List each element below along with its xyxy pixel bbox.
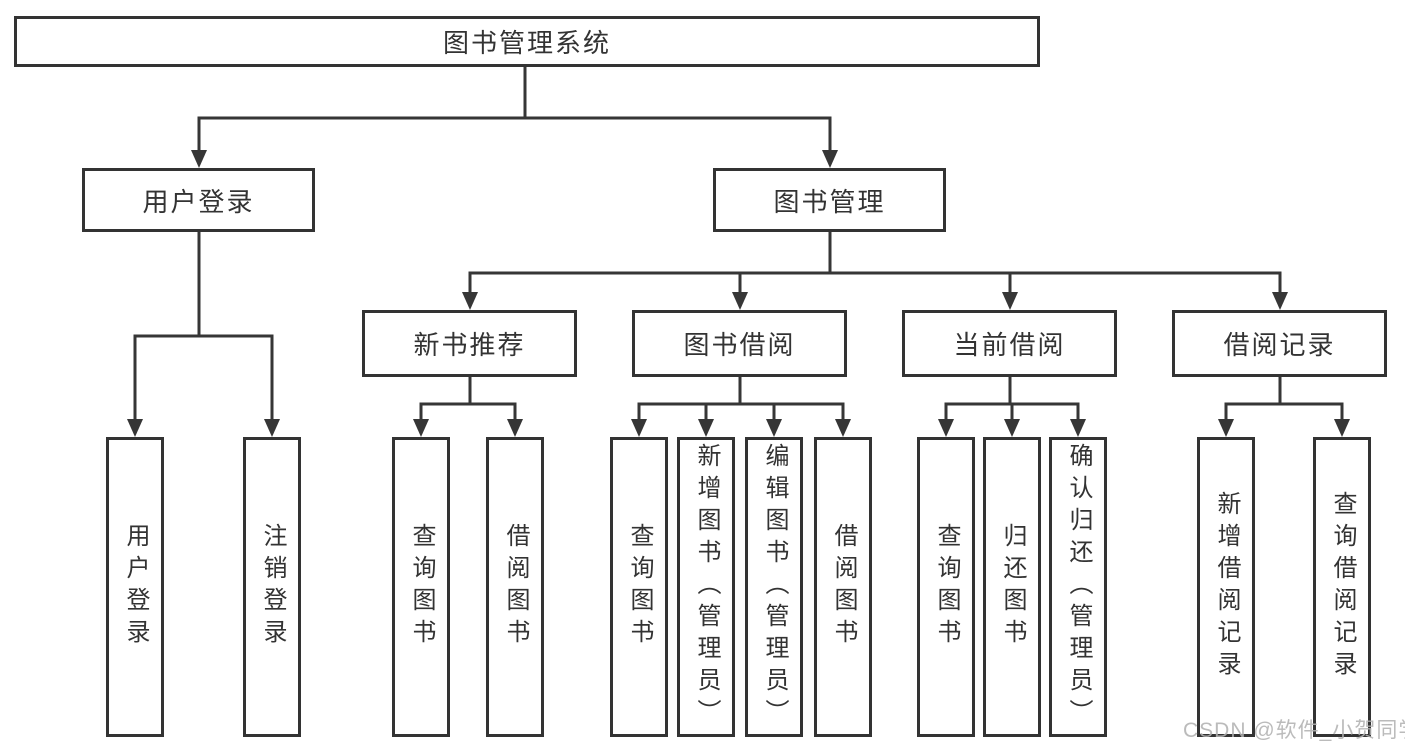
arrow-down-icon [1334, 419, 1350, 437]
leaf-query-books-recommend: 查询图书 [392, 437, 450, 737]
node-new-book-recommend: 新书推荐 [362, 310, 577, 377]
leaf-logout: 注销登录 [243, 437, 301, 737]
connector-records-rail [1224, 402, 1344, 421]
connector-newbook-rail [419, 402, 517, 421]
node-borrowing-records: 借阅记录 [1172, 310, 1387, 377]
leaf-return-books: 归还图书 [983, 437, 1041, 737]
leaf-borrow-books-recommend: 借阅图书 [486, 437, 544, 737]
arrow-down-icon [1004, 419, 1020, 437]
connector-borrow-rail [637, 402, 845, 421]
arrow-down-icon [698, 419, 714, 437]
arrow-down-icon [1070, 419, 1086, 437]
arrow-down-icon [191, 150, 207, 168]
leaf-user-login: 用户登录 [106, 437, 164, 737]
arrow-down-icon [1218, 419, 1234, 437]
arrow-down-icon [766, 419, 782, 437]
csdn-watermark: CSDN @软件_小贺同学 [1183, 719, 1405, 742]
connector-level2-rail [197, 116, 832, 152]
arrow-down-icon [264, 419, 280, 437]
arrow-down-icon [1272, 292, 1288, 310]
leaf-query-borrow-record: 查询借阅记录 [1313, 437, 1371, 737]
arrow-down-icon [938, 419, 954, 437]
arrow-down-icon [413, 419, 429, 437]
arrow-down-icon [631, 419, 647, 437]
connector-login-rail [133, 334, 274, 421]
arrow-down-icon [732, 292, 748, 310]
node-book-management: 图书管理 [713, 168, 946, 232]
node-system-root: 图书管理系统 [14, 16, 1040, 67]
leaf-add-books-admin: 新增图书（管理员） [677, 437, 735, 737]
leaf-borrow-books: 借阅图书 [814, 437, 872, 737]
leaf-add-borrow-record: 新增借阅记录 [1197, 437, 1255, 737]
leaf-query-books-borrow: 查询图书 [610, 437, 668, 737]
arrow-down-icon [835, 419, 851, 437]
leaf-confirm-return-admin: 确认归还（管理员） [1049, 437, 1107, 737]
arrow-down-icon [462, 292, 478, 310]
arrow-down-icon [1002, 292, 1018, 310]
leaf-edit-books-admin: 编辑图书（管理员） [745, 437, 803, 737]
node-user-login: 用户登录 [82, 168, 315, 232]
node-current-borrowing: 当前借阅 [902, 310, 1117, 377]
arrow-down-icon [507, 419, 523, 437]
node-book-borrowing: 图书借阅 [632, 310, 847, 377]
arrow-down-icon [822, 150, 838, 168]
leaf-query-books-current: 查询图书 [917, 437, 975, 737]
connector-level3-rail [468, 271, 1282, 294]
arrow-down-icon [127, 419, 143, 437]
